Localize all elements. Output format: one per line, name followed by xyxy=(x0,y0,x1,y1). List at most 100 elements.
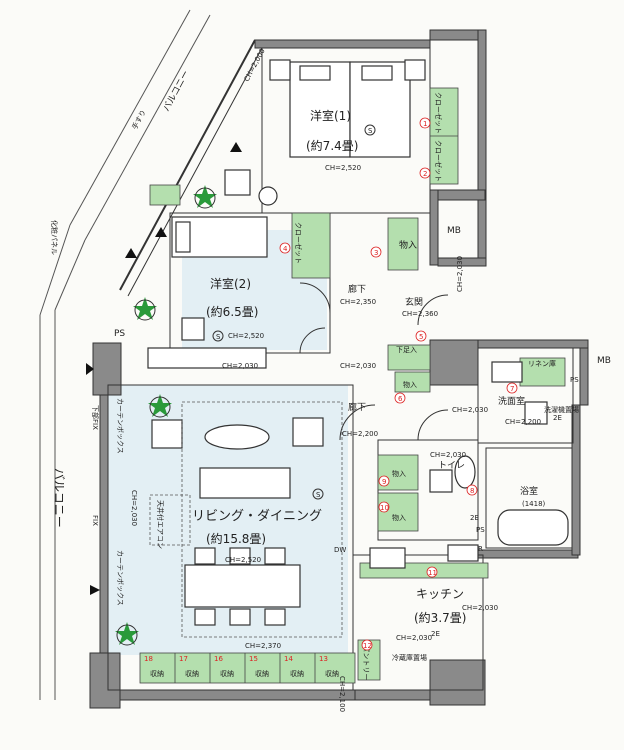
svg-text:収納: 収納 xyxy=(150,669,164,678)
chair xyxy=(181,317,205,341)
switch-icon xyxy=(364,124,376,136)
stove xyxy=(447,544,479,562)
ps-label: PS xyxy=(570,376,579,384)
switch-icon xyxy=(312,488,324,500)
svg-text:10: 10 xyxy=(380,504,389,512)
bathtub xyxy=(497,509,569,546)
closet-label: クローゼット xyxy=(434,92,443,134)
room-size: (1418) xyxy=(522,500,546,508)
outlet-label: 2E xyxy=(431,630,440,638)
pillow xyxy=(175,221,191,253)
decor-panel-label: 化粧パネル xyxy=(50,220,59,255)
triangle-mark xyxy=(125,248,137,258)
living-zone-outline xyxy=(181,401,343,638)
ps-label: PS xyxy=(114,329,125,339)
pillow xyxy=(299,65,331,81)
balcony-chair xyxy=(224,169,251,196)
dining-table xyxy=(184,564,301,608)
shoebox xyxy=(387,344,431,371)
wall xyxy=(477,29,487,266)
armchair xyxy=(292,417,324,447)
door-arc xyxy=(417,409,449,441)
dining-chair xyxy=(229,608,251,626)
ldk-outline xyxy=(107,384,354,691)
door-arc xyxy=(339,404,376,441)
ceiling-ac-label: 天井付エアコン xyxy=(156,500,165,549)
switch-label: S xyxy=(216,333,221,341)
closet-label: クローゼット xyxy=(294,222,303,264)
linen-label: リネン庫 xyxy=(528,359,556,368)
room-name: リビング・ダイニング xyxy=(192,509,322,524)
wall xyxy=(429,29,486,41)
svg-text:18: 18 xyxy=(144,655,153,663)
balcony-table xyxy=(258,186,278,206)
room-area: (約3.7畳) xyxy=(414,610,466,625)
storage-row-labels: 18 収納 17 収納 16 収納 15 収納 14 収納 13 収納 xyxy=(144,655,339,678)
toilet-sink xyxy=(429,469,453,493)
nightstand xyxy=(269,59,291,81)
triangle-mark xyxy=(86,363,94,375)
svg-text:16: 16 xyxy=(214,655,223,663)
door-arc xyxy=(299,327,326,354)
balcony-storage xyxy=(149,184,181,206)
closet-western2 xyxy=(291,212,331,279)
star-marker xyxy=(115,185,217,645)
triangle-mark xyxy=(155,227,167,237)
room-area: (約15.8畳) xyxy=(206,531,266,546)
wall xyxy=(437,257,487,267)
toilet xyxy=(454,455,476,489)
outlet-label: 2E xyxy=(470,514,479,522)
svg-text:11: 11 xyxy=(428,569,437,577)
column xyxy=(429,339,479,386)
room-area: (約6.5畳) xyxy=(206,304,258,319)
triangle-mark xyxy=(90,585,100,595)
door-arc xyxy=(417,294,449,326)
shoebox-label: 下足入 xyxy=(396,346,417,354)
svg-text:15: 15 xyxy=(249,655,258,663)
svg-text:収納: 収納 xyxy=(255,669,269,678)
ceiling-height: CH=2,370 xyxy=(245,642,281,650)
ceiling-height: CH=2,520 xyxy=(228,332,264,340)
ceiling-height: CH=2,520 xyxy=(225,556,261,564)
room-name: 廊下 xyxy=(348,401,366,413)
column xyxy=(89,652,121,709)
storage-label: 物入 xyxy=(399,239,417,251)
room-name: 玄関 xyxy=(405,296,423,308)
svg-text:4: 4 xyxy=(283,245,288,253)
pillow xyxy=(361,65,393,81)
svg-text:収納: 収納 xyxy=(290,669,304,678)
ceiling-height: CH=2,200 xyxy=(342,430,378,438)
wall xyxy=(477,549,579,559)
washer-label: 洗濯機置場 xyxy=(544,405,579,414)
svg-text:7: 7 xyxy=(510,385,514,393)
room-name: 洗面室 xyxy=(498,395,525,407)
washroom-outline xyxy=(477,347,574,444)
ceiling-height: CH=2,000 xyxy=(243,47,267,83)
door-arc xyxy=(299,282,331,314)
svg-text:5: 5 xyxy=(419,333,423,341)
switch-label: S xyxy=(316,491,321,499)
mb-label: MB xyxy=(447,226,461,236)
nightstand xyxy=(404,59,426,81)
ceiling-height: CH=2,030 xyxy=(452,406,488,414)
ceiling-height: CH=2,520 xyxy=(325,164,361,172)
svg-text:収納: 収納 xyxy=(220,669,234,678)
ceiling-ac-outline xyxy=(149,494,191,546)
ceiling-height: CH=2,030 xyxy=(396,634,432,642)
balcony-label: バルコニー xyxy=(52,468,66,528)
ceiling-height: CH=2,030 xyxy=(130,490,138,526)
wall-left xyxy=(99,394,109,654)
svg-text:2: 2 xyxy=(423,170,427,178)
armchair xyxy=(151,419,183,449)
svg-text:9: 9 xyxy=(382,478,386,486)
fridge-label: 冷蔵庫置場 xyxy=(392,653,427,662)
room-name: キッチン xyxy=(416,587,464,601)
svg-text:12: 12 xyxy=(363,642,372,650)
bed xyxy=(349,61,411,158)
svg-text:収納: 収納 xyxy=(325,669,339,678)
ceiling-height: CH=2,350 xyxy=(340,298,376,306)
balcony-corner xyxy=(54,239,86,311)
ceiling-height: CH=2,030 xyxy=(462,604,498,612)
curtain-box-label: カーテンボックス xyxy=(116,398,124,454)
